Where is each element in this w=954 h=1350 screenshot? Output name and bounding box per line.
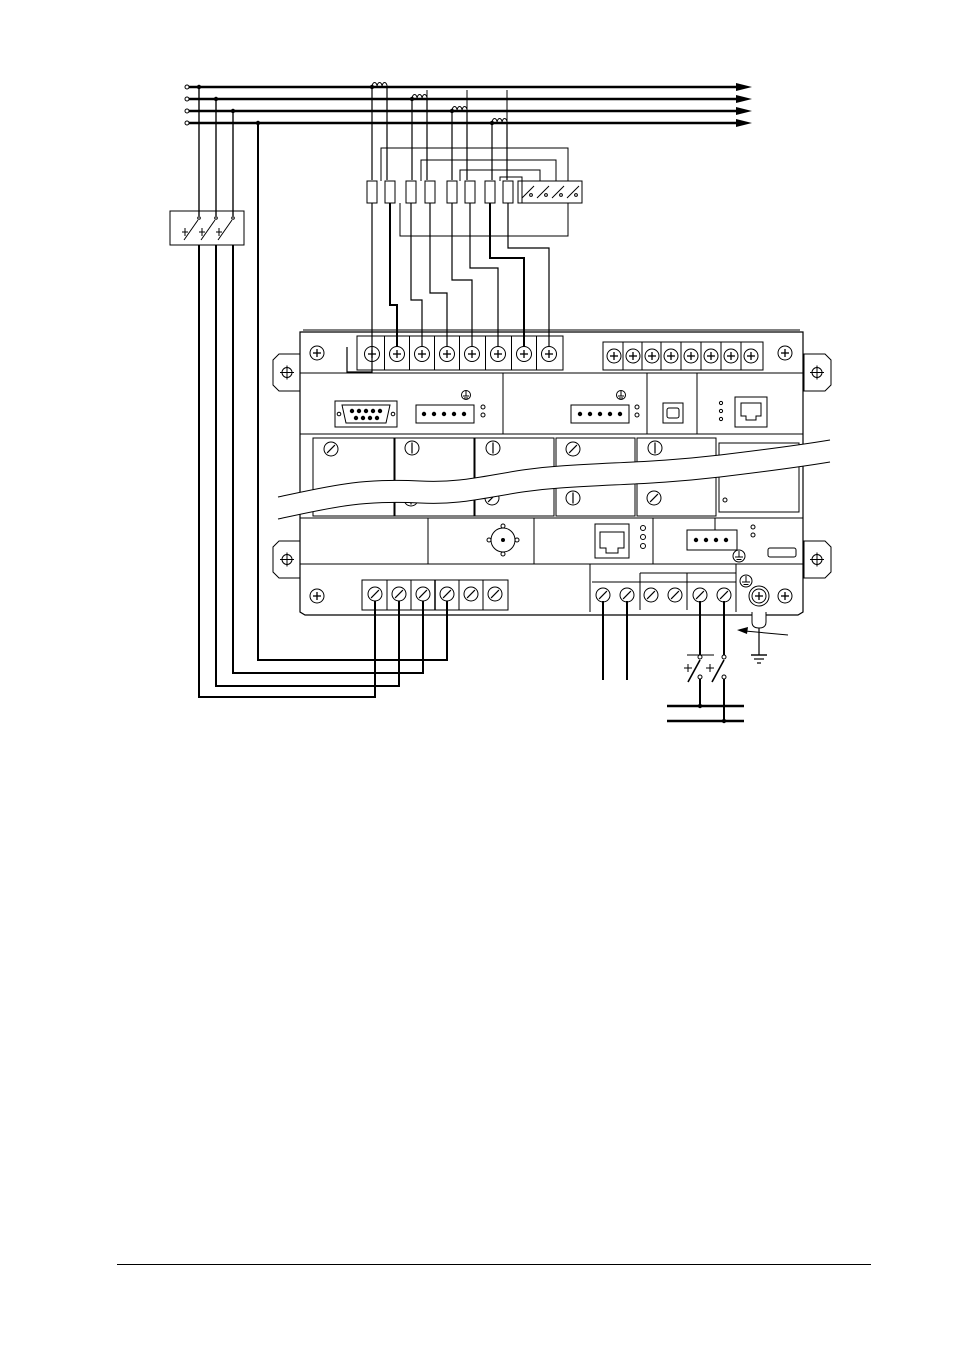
ct-terminal-block-cell [367,181,377,203]
rotary-switch-tick [501,524,505,528]
shorting-link-pivot [545,194,548,197]
three-phase-bus [185,83,752,127]
led-indicator-icon [751,525,755,529]
ct-secondary-wire [452,203,472,347]
led-indicator-icon [751,533,755,537]
db9-pin [378,409,382,413]
connector-pin [452,412,456,416]
bus-terminal-icon [185,85,189,89]
ct-terminal-block-cell [406,181,416,203]
ct-secondary-wire [470,203,498,347]
bus-terminal-icon [185,121,189,125]
db9-pin [364,409,368,413]
rotary-switch-center [502,539,505,542]
fuse-contact [215,217,218,220]
cable-lug [752,612,766,628]
led-indicator-icon [635,413,639,417]
circuit-breaker-contact [722,655,726,659]
footer-rule [117,1264,871,1265]
bus-terminal-icon [185,97,189,101]
connector-pin [608,412,612,416]
db9-pin [368,416,372,420]
bus-terminal-icon [185,109,189,113]
connector-pin [432,412,436,416]
current-transformers [370,82,507,180]
ct-secondary-wire [411,203,422,347]
ct-terminal-block [367,148,582,236]
connector-pin [618,412,622,416]
connector-pin [442,412,446,416]
arrow-head-icon [736,107,752,115]
arrow-head-icon [737,627,748,634]
arrow-head-icon [736,83,752,91]
db9-pin [357,409,361,413]
ct-terminal-block-cell [385,181,395,203]
module-hole [723,498,727,502]
ct-secondary-wire [430,203,447,347]
db9-pin [375,416,379,420]
connector-pin [578,412,582,416]
supply-tap-dot [722,719,726,723]
link-frame [400,203,568,236]
led-indicator-icon [719,401,722,404]
fuse-contact [232,217,235,220]
shorting-link-pivot [575,194,578,197]
connector-pin [588,412,592,416]
connector-pin [422,412,426,416]
rotary-switch-tick [501,552,505,556]
ct-secondary-wire [508,203,549,347]
shorting-link-pivot [530,194,533,197]
db9-screw [337,412,341,416]
circuit-breaker-contact [698,655,702,659]
usb-b-port-socket [667,408,679,418]
rotary-switch-tick [487,538,491,542]
led-indicator-icon [719,417,722,420]
connector-pin [462,412,466,416]
db9-screw [391,412,395,416]
connector-pin [598,412,602,416]
ct-terminal-block-cell [447,181,457,203]
led-indicator-icon [641,544,646,549]
circuit-breaker-contact [722,675,726,679]
led-indicator-icon [481,405,485,409]
connector-pin [724,538,728,542]
shorting-link-pivot [560,194,563,197]
ct-terminal-block-cell [503,181,513,203]
db9-pin [350,409,354,413]
supply-tap-dot [698,704,702,708]
ct-secondary-wire [390,203,397,347]
auxiliary-supply [603,601,788,723]
ct-secondary-wire [490,203,524,347]
ct-terminal-block-cell [465,181,475,203]
ct-terminal-block-cell [485,181,495,203]
ct-terminal-block-cell [425,181,435,203]
led-indicator-icon [481,413,485,417]
db9-connector-icon [342,405,390,423]
db9-pin [361,416,365,420]
measuring-device [273,330,831,615]
led-indicator-icon [635,405,639,409]
led-indicator-icon [719,409,722,412]
label-slot [768,548,796,557]
led-indicator-icon [641,526,646,531]
arrow-head-icon [736,95,752,103]
fuse-contact [198,217,201,220]
connector-pin [714,538,718,542]
db9-pin [354,416,358,420]
circuit-breaker-contact [698,675,702,679]
torque-arrow [745,631,788,635]
connector-pin [694,538,698,542]
led-indicator-icon [641,535,646,540]
rotary-switch-tick [515,538,519,542]
arrow-head-icon [736,119,752,127]
connector-pin [704,538,708,542]
db9-pin [371,409,375,413]
fuse-switch-housing [170,211,244,245]
